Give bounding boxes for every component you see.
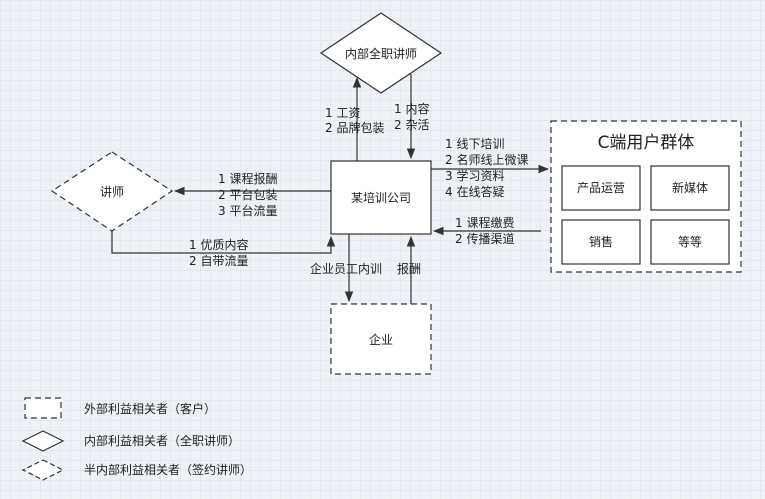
enterprise-label: 企业 — [369, 332, 393, 347]
legend-semi-label: 半内部利益相关者（签约讲师） — [84, 462, 252, 477]
inner-lecturer-label: 内部全职讲师 — [345, 46, 417, 61]
c-item-box — [650, 165, 730, 211]
c-group-title: C端用户群体 — [598, 133, 695, 153]
legend-external-swatch — [24, 397, 62, 419]
legend-internal-label: 内部利益相关者（全职讲师） — [84, 433, 240, 448]
edge-label: 1 工资 — [325, 106, 360, 120]
company-box — [330, 160, 432, 235]
c-item-label: 销售 — [589, 234, 613, 249]
edge-label: 2 平台包装 — [218, 187, 277, 202]
legend-external-label: 外部利益相关者（客户） — [84, 401, 216, 416]
inner-lecturer-diamond — [319, 12, 443, 94]
edge-label: 3 平台流量 — [218, 203, 277, 218]
edge-label: 1 优质内容 — [189, 237, 248, 252]
edge-label: 1 线下培训 — [445, 136, 504, 151]
c-item-label: 等等 — [678, 235, 702, 249]
edge-label: 2 自带流量 — [189, 254, 248, 268]
edge-label: 2 传播渠道 — [455, 231, 514, 246]
legend-internal-swatch — [21, 430, 65, 452]
c-item-box — [561, 219, 641, 265]
edge-label: 企业员工内训 — [310, 261, 382, 276]
edge-label: 2 品牌包装 — [325, 121, 384, 135]
edge-label: 4 在线答疑 — [445, 184, 504, 199]
arrow-lecturer-to-company — [111, 231, 336, 254]
edge-label: 报酬 — [397, 261, 421, 276]
c-item-box — [650, 219, 730, 265]
lecturer-label: 讲师 — [100, 184, 124, 199]
edge-label: 1 内容 — [394, 101, 429, 116]
enterprise-box — [330, 303, 432, 375]
edge-label: 2 杂活 — [394, 118, 429, 132]
legend-semi-swatch — [21, 459, 65, 481]
c-item-label: 新媒体 — [672, 180, 708, 195]
edge-label: 1 课程报酬 — [218, 171, 277, 186]
edge-label: 2 名师线上微课 — [445, 152, 528, 167]
edge-label: 1 课程缴费 — [455, 215, 514, 230]
c-item-box — [561, 165, 641, 211]
edge-label: 3 学习资料 — [445, 168, 504, 183]
company-label: 某培训公司 — [351, 190, 411, 205]
c-item-label: 产品运营 — [577, 181, 625, 195]
